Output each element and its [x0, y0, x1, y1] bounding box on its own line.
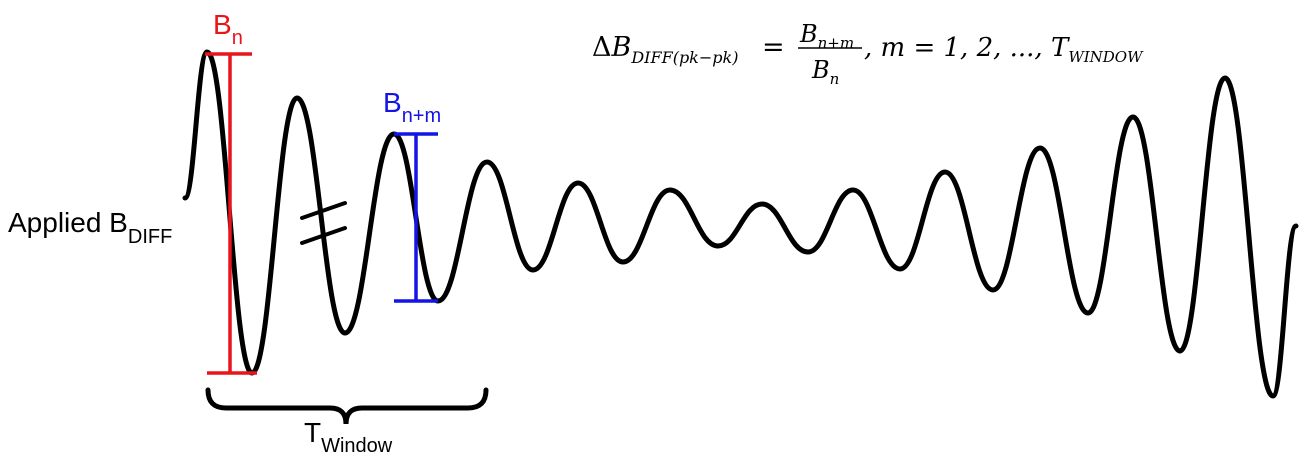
break-mark-lower	[300, 226, 347, 245]
applied-bdiff-label: Applied BDIFF	[8, 207, 172, 248]
bnm-label: Bn+m	[383, 87, 441, 127]
window-brace	[205, 387, 489, 425]
equation-equals: =	[762, 32, 785, 63]
equation: ΔBDIFF(pk−pk) = Bn+m Bn , m = 1, 2, ...,…	[592, 20, 1144, 88]
bn-amplitude-marker	[205, 52, 257, 375]
bn-label: Bn	[213, 9, 243, 49]
bnm-amplitude-marker	[394, 132, 438, 303]
equation-rhs: , m = 1, 2, ..., TWINDOW	[864, 33, 1144, 66]
waveform	[182, 49, 1299, 399]
twindow-label: TWindow	[304, 417, 393, 457]
equation-denominator: Bn	[811, 56, 839, 88]
break-marks	[300, 201, 347, 245]
break-mark-upper	[300, 201, 347, 220]
equation-lhs: ΔBDIFF(pk−pk)	[592, 32, 738, 67]
